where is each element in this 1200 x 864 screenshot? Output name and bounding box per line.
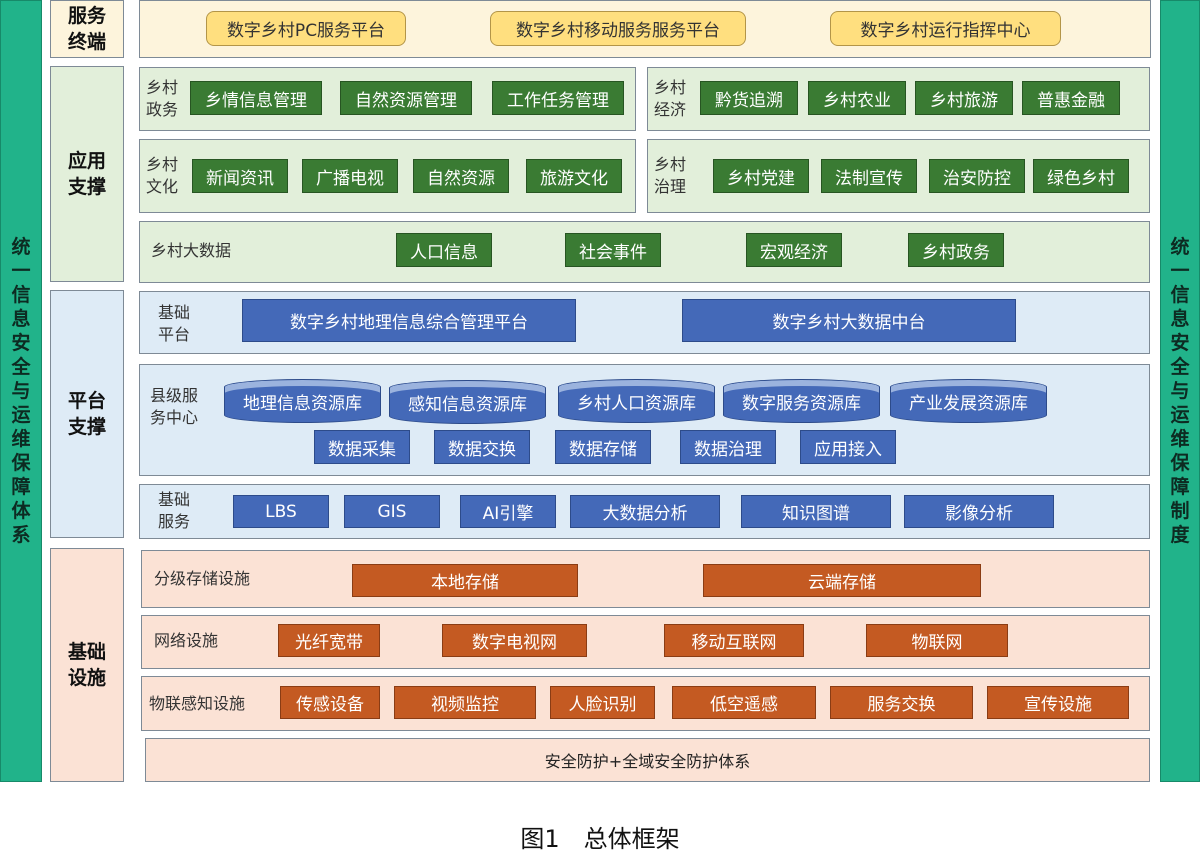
app-govern-item[interactable]: 乡村党建 <box>713 159 809 193</box>
app-culture-item[interactable]: 广播电视 <box>302 159 398 193</box>
platform-service-item[interactable]: GIS <box>344 495 440 528</box>
infra-network-item[interactable]: 光纤宽带 <box>278 624 380 657</box>
platform-service-label: 基础服务 <box>158 490 191 531</box>
app-econ-label: 乡村经济 <box>654 78 687 119</box>
right-security-bar: 统一信息安全与运维保障制度 <box>1160 0 1200 782</box>
section-label-infra: 基础设施 <box>50 548 124 782</box>
app-govern-item[interactable]: 治安防控 <box>929 159 1025 193</box>
infra-security-bar[interactable]: 安全防护+全域安全防护体系 <box>145 738 1150 782</box>
platform-data-item[interactable]: 数据采集 <box>314 430 410 464</box>
left-security-label: 统一信息安全与运维保障体系 <box>11 236 31 546</box>
app-bigdata-item[interactable]: 人口信息 <box>396 233 492 267</box>
app-culture-label: 乡村文化 <box>146 155 179 196</box>
terminal-item[interactable]: 数字乡村移动服务服务平台 <box>490 11 746 46</box>
platform-data-item[interactable]: 数据存储 <box>555 430 651 464</box>
infra-network-item[interactable]: 数字电视网 <box>442 624 587 657</box>
app-econ-item[interactable]: 黔货追溯 <box>700 81 798 115</box>
app-econ-item[interactable]: 乡村农业 <box>808 81 906 115</box>
platform-base-item[interactable]: 数字乡村地理信息综合管理平台 <box>242 299 576 342</box>
app-econ-item[interactable]: 普惠金融 <box>1022 81 1120 115</box>
app-bigdata-item[interactable]: 社会事件 <box>565 233 661 267</box>
infra-storage-item[interactable]: 本地存储 <box>352 564 578 597</box>
app-bigdata-label: 乡村大数据 <box>151 241 232 260</box>
infra-iot-item[interactable]: 人脸识别 <box>550 686 655 719</box>
platform-county-label: 县级服务中心 <box>150 386 199 427</box>
section-label-app: 应用支撑 <box>50 66 124 282</box>
platform-base-item[interactable]: 数字乡村大数据中台 <box>682 299 1016 342</box>
terminal-item[interactable]: 数字乡村运行指挥中心 <box>830 11 1061 46</box>
platform-service-item[interactable]: 大数据分析 <box>570 495 720 528</box>
infra-iot-item[interactable]: 服务交换 <box>830 686 973 719</box>
section-label-terminal: 服务终端 <box>50 0 124 58</box>
platform-service-item[interactable]: AI引擎 <box>460 495 556 528</box>
app-gov-label: 乡村政务 <box>146 78 179 119</box>
app-culture-item[interactable]: 旅游文化 <box>526 159 622 193</box>
platform-base-label: 基础平台 <box>158 303 191 344</box>
app-govern-item[interactable]: 绿色乡村 <box>1033 159 1129 193</box>
terminal-item[interactable]: 数字乡村PC服务平台 <box>206 11 406 46</box>
infra-network-label: 网络设施 <box>154 631 219 650</box>
database-cylinder[interactable]: 数字服务资源库 <box>723 379 880 423</box>
app-econ-item[interactable]: 乡村旅游 <box>915 81 1013 115</box>
infra-storage-item[interactable]: 云端存储 <box>703 564 981 597</box>
infra-storage-panel <box>141 550 1150 608</box>
database-cylinder[interactable]: 乡村人口资源库 <box>558 379 715 423</box>
platform-service-item[interactable]: 影像分析 <box>904 495 1054 528</box>
infra-network-item[interactable]: 移动互联网 <box>664 624 804 657</box>
database-cylinder[interactable]: 产业发展资源库 <box>890 379 1047 423</box>
right-security-label: 统一信息安全与运维保障制度 <box>1170 236 1190 546</box>
app-gov-item[interactable]: 乡情信息管理 <box>190 81 322 115</box>
database-cylinder[interactable]: 感知信息资源库 <box>389 380 546 424</box>
infra-iot-label: 物联感知设施 <box>149 694 246 713</box>
platform-data-item[interactable]: 数据治理 <box>680 430 776 464</box>
app-culture-item[interactable]: 自然资源 <box>413 159 509 193</box>
infra-iot-item[interactable]: 低空遥感 <box>672 686 816 719</box>
app-gov-item[interactable]: 自然资源管理 <box>340 81 472 115</box>
platform-service-item[interactable]: 知识图谱 <box>741 495 891 528</box>
section-label-platform: 平台支撑 <box>50 290 124 538</box>
figure-caption: 图1 总体框架 <box>520 825 680 853</box>
left-security-bar: 统一信息安全与运维保障体系 <box>0 0 42 782</box>
infra-iot-item[interactable]: 宣传设施 <box>987 686 1129 719</box>
infra-iot-item[interactable]: 传感设备 <box>280 686 380 719</box>
infra-iot-item[interactable]: 视频监控 <box>394 686 536 719</box>
platform-service-item[interactable]: LBS <box>233 495 329 528</box>
app-govern-item[interactable]: 法制宣传 <box>821 159 917 193</box>
app-govern-label: 乡村治理 <box>654 155 687 196</box>
platform-data-item[interactable]: 数据交换 <box>434 430 530 464</box>
app-gov-item[interactable]: 工作任务管理 <box>492 81 624 115</box>
database-cylinder[interactable]: 地理信息资源库 <box>224 379 381 423</box>
app-culture-item[interactable]: 新闻资讯 <box>192 159 288 193</box>
infra-network-item[interactable]: 物联网 <box>866 624 1008 657</box>
app-bigdata-item[interactable]: 宏观经济 <box>746 233 842 267</box>
app-bigdata-item[interactable]: 乡村政务 <box>908 233 1004 267</box>
platform-data-item[interactable]: 应用接入 <box>800 430 896 464</box>
infra-storage-label: 分级存储设施 <box>154 569 251 588</box>
